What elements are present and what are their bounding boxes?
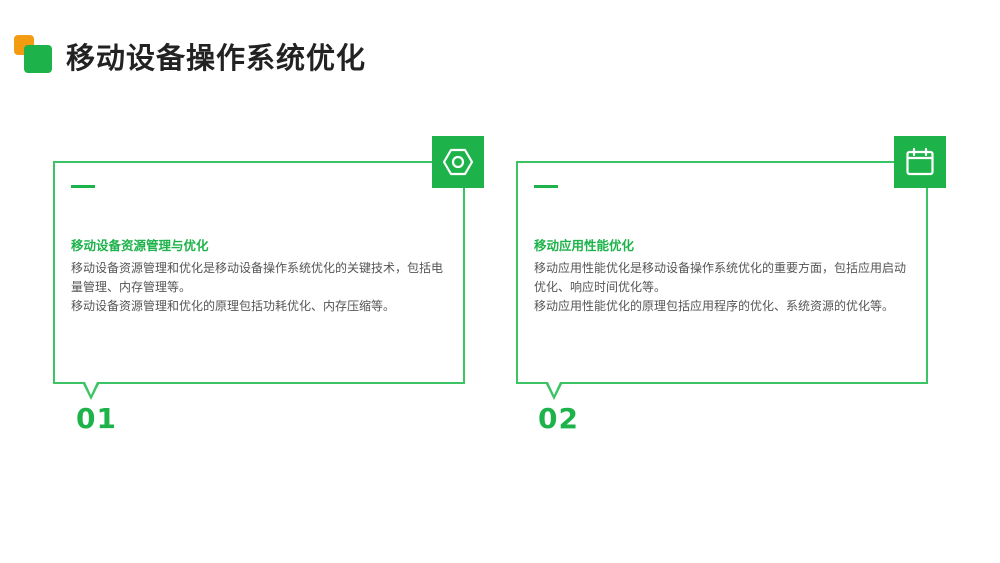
card-heading: 移动设备资源管理与优化 <box>71 238 209 253</box>
card-body: 移动应用性能优化是移动设备操作系统优化的重要方面，包括应用启动优化、响应时间优化… <box>534 259 906 316</box>
card-body: 移动设备资源管理和优化是移动设备操作系统优化的关键技术，包括电量管理、内存管理等… <box>71 259 443 316</box>
card-dash <box>534 185 558 188</box>
card-dash <box>71 185 95 188</box>
card-tail <box>83 382 99 400</box>
card-number: 01 <box>76 402 117 435</box>
logo <box>14 35 54 73</box>
card-heading: 移动应用性能优化 <box>534 238 635 253</box>
page-title: 移动设备操作系统优化 <box>66 41 367 75</box>
calendar-icon <box>894 136 946 188</box>
card-line: 移动应用性能优化的原理包括应用程序的优化、系统资源的优化等。 <box>534 299 895 313</box>
card-line: 移动设备资源管理和优化是移动设备操作系统优化的关键技术，包括电量管理、内存管理等… <box>71 261 444 294</box>
card-number: 02 <box>538 402 579 435</box>
card-line: 移动设备资源管理和优化的原理包括功耗优化、内存压缩等。 <box>71 299 396 313</box>
card-resource-management: 移动设备资源管理与优化 移动设备资源管理和优化是移动设备操作系统优化的关键技术，… <box>53 161 465 384</box>
card-line: 移动应用性能优化是移动设备操作系统优化的重要方面，包括应用启动优化、响应时间优化… <box>534 261 907 294</box>
logo-green-square <box>24 45 52 73</box>
card-tail <box>546 382 562 400</box>
card-app-performance: 移动应用性能优化 移动应用性能优化是移动设备操作系统优化的重要方面，包括应用启动… <box>516 161 928 384</box>
hexagon-nut-icon <box>432 136 484 188</box>
